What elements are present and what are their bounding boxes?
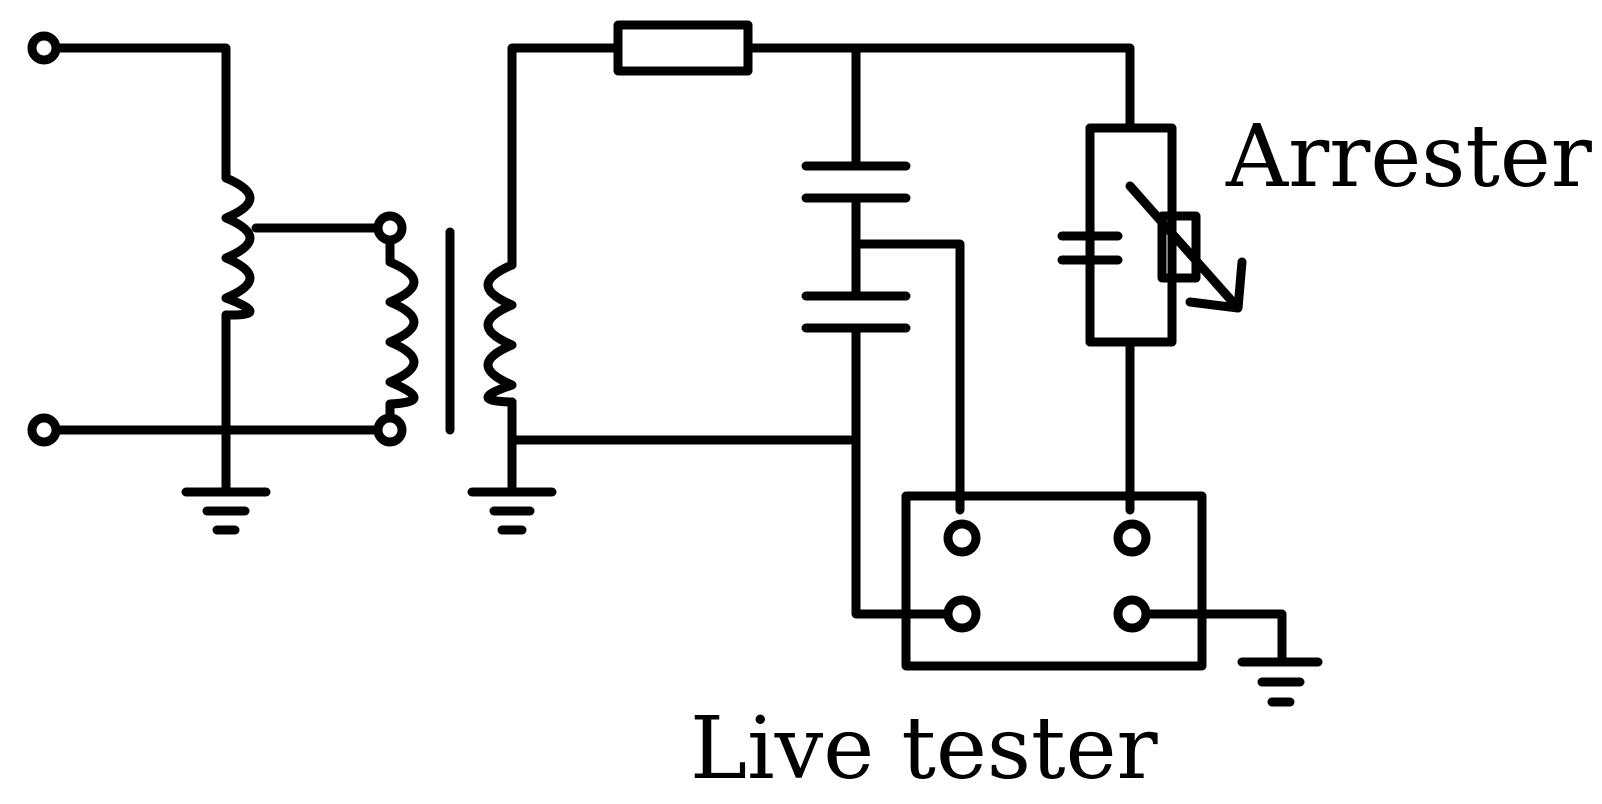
live-tester-label: Live tester bbox=[690, 699, 1158, 799]
arrester-varistor bbox=[1157, 211, 1201, 283]
live-tester-terminal-bottom-left bbox=[943, 595, 981, 633]
live-tester-terminal-top-left bbox=[943, 519, 981, 557]
resistor bbox=[613, 20, 753, 76]
primary-coil bbox=[221, 173, 255, 320]
divider-tap-wire bbox=[851, 239, 965, 515]
arrester bbox=[1057, 123, 1247, 347]
input-terminals bbox=[27, 31, 61, 447]
top-bus-wire bbox=[743, 43, 1135, 133]
arrester-label: Arrester bbox=[1225, 107, 1593, 207]
ground-symbol-left bbox=[181, 487, 271, 535]
arrester-variable-arrow bbox=[1125, 181, 1247, 313]
tester-ground-wire bbox=[1141, 609, 1287, 665]
live-tester bbox=[901, 491, 1207, 671]
input-wire-top bbox=[51, 43, 231, 183]
live-tester-terminal-top-right bbox=[1113, 519, 1151, 557]
secondary-coil-left bbox=[385, 235, 419, 423]
ground-symbol-right bbox=[1237, 657, 1323, 707]
ground-symbol-middle bbox=[467, 487, 557, 535]
live-tester-box bbox=[901, 491, 1207, 671]
divider-lead-bottom bbox=[851, 323, 955, 619]
hv-winding-lead-top bbox=[507, 43, 623, 270]
hv-winding-coil bbox=[483, 260, 517, 407]
